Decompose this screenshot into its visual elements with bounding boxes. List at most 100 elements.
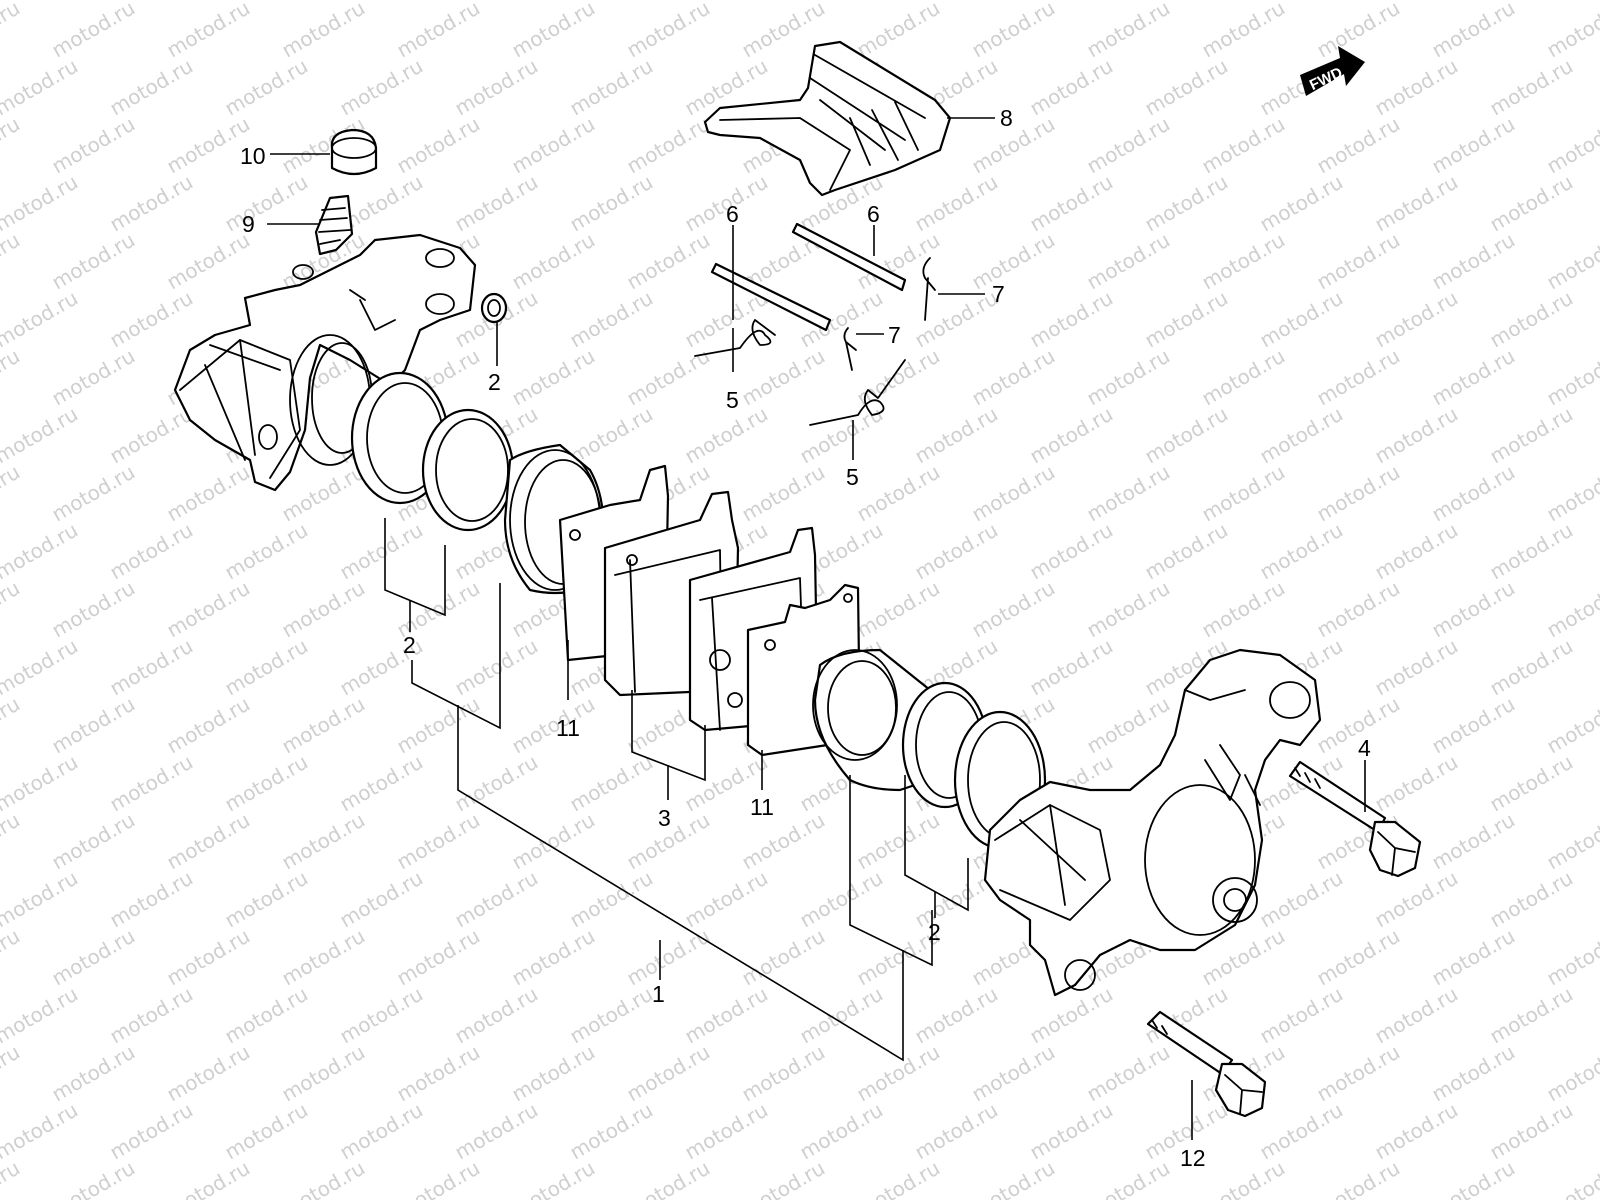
watermark-text: motod.ru: [508, 1040, 599, 1107]
watermark-text: motod.ru: [0, 808, 24, 875]
watermark-text: motod.ru: [1486, 170, 1577, 237]
watermark-text: motod.ru: [106, 402, 197, 469]
watermark-text: motod.ru: [853, 576, 944, 643]
watermark-text: motod.ru: [1313, 924, 1404, 991]
watermark-text: motod.ru: [623, 0, 714, 62]
watermark-text: motod.ru: [393, 0, 484, 62]
watermark-text: motod.ru: [451, 866, 542, 933]
watermark-text: motod.ru: [566, 866, 657, 933]
watermark-text: motod.ru: [221, 518, 312, 585]
watermark-text: motod.ru: [1256, 982, 1347, 1049]
watermark-text: motod.ru: [278, 576, 369, 643]
watermark-text: motod.ru: [1141, 286, 1232, 353]
callout-10: 10: [240, 143, 266, 169]
watermark-text: motod.ru: [566, 750, 657, 817]
watermark-text: motod.ru: [0, 228, 24, 295]
watermark-text: motod.ru: [738, 1156, 829, 1200]
watermark-text: motod.ru: [1486, 402, 1577, 469]
watermark-text: motod.ru: [0, 518, 82, 585]
watermark-text: motod.ru: [1141, 518, 1232, 585]
watermark-text: motod.ru: [393, 924, 484, 991]
watermark-text: motod.ru: [1371, 750, 1462, 817]
watermark-text: motod.ru: [0, 1156, 24, 1200]
watermark-text: motod.ru: [508, 692, 599, 759]
pin-clips: [843, 257, 936, 371]
watermark-text: motod.ru: [163, 924, 254, 991]
watermark-text: motod.ru: [1198, 460, 1289, 527]
watermark-text: motod.ru: [1083, 1156, 1174, 1200]
watermark-text: motod.ru: [0, 344, 24, 411]
watermark-text: motod.ru: [163, 576, 254, 643]
watermark-text: motod.ru: [0, 170, 82, 237]
watermark-text: motod.ru: [911, 518, 1002, 585]
watermark-text: motod.ru: [681, 982, 772, 1049]
watermark-text: motod.ru: [1083, 1040, 1174, 1107]
watermark-text: motod.ru: [1371, 518, 1462, 585]
watermark-text: motod.ru: [968, 576, 1059, 643]
watermark-text: motod.ru: [911, 170, 1002, 237]
watermark-text: motod.ru: [1486, 54, 1577, 121]
watermark-text: motod.ru: [1083, 112, 1174, 179]
watermark-text: motod.ru: [163, 460, 254, 527]
watermark-text: motod.ru: [853, 1040, 944, 1107]
callout-2-right: 2: [928, 919, 941, 945]
watermark-text: motod.ru: [1486, 750, 1577, 817]
watermark-text: motod.ru: [796, 1098, 887, 1165]
watermark-text: motod.ru: [566, 54, 657, 121]
watermark-text: motod.ru: [106, 518, 197, 585]
watermark-text: motod.ru: [1486, 982, 1577, 1049]
watermark-text: motod.ru: [1141, 402, 1232, 469]
watermark-text: motod.ru: [393, 692, 484, 759]
watermark-text: motod.ru: [106, 170, 197, 237]
leader-lines: [267, 117, 1366, 1140]
watermark-text: motod.ru: [796, 982, 887, 1049]
watermark-text: motod.ru: [48, 576, 139, 643]
watermark-text: motod.ru: [508, 228, 599, 295]
watermark-text: motod.ru: [1026, 1098, 1117, 1165]
watermark-text: motod.ru: [48, 808, 139, 875]
callout-12: 12: [1180, 1145, 1206, 1171]
watermark-text: motod.ru: [106, 54, 197, 121]
watermark-text: motod.ru: [1486, 634, 1577, 701]
watermark-text: motod.ru: [1371, 286, 1462, 353]
watermark-text: motod.ru: [738, 460, 829, 527]
watermark-text: motod.ru: [1543, 924, 1600, 991]
watermark-text: motod.ru: [336, 1098, 427, 1165]
watermark-text: motod.ru: [1371, 866, 1462, 933]
watermark-text: motod.ru: [623, 228, 714, 295]
watermark-text: motod.ru: [1198, 228, 1289, 295]
watermark-text: motod.ru: [48, 924, 139, 991]
watermark-text: motod.ru: [1428, 692, 1519, 759]
watermark-text: motod.ru: [1083, 460, 1174, 527]
bleeder-valve: [314, 194, 354, 256]
watermark-text: motod.ru: [1486, 1098, 1577, 1165]
watermark-text: motod.ru: [1198, 0, 1289, 62]
watermark-text: motod.ru: [1026, 634, 1117, 701]
watermark-text: motod.ru: [1371, 634, 1462, 701]
watermark-text: motod.ru: [106, 634, 197, 701]
watermark-text: motod.ru: [1083, 692, 1174, 759]
watermark-text: motod.ru: [1313, 228, 1404, 295]
watermark-text: motod.ru: [221, 866, 312, 933]
watermark-text: motod.ru: [968, 112, 1059, 179]
watermark-text: motod.ru: [336, 750, 427, 817]
watermark-text: motod.ru: [911, 402, 1002, 469]
watermark-text: motod.ru: [1428, 1040, 1519, 1107]
watermark-text: motod.ru: [278, 1040, 369, 1107]
watermark-text: motod.ru: [278, 692, 369, 759]
watermark-text: motod.ru: [1198, 112, 1289, 179]
watermark-text: motod.ru: [278, 924, 369, 991]
watermark-text: motod.ru: [48, 0, 139, 62]
pad-cover: [703, 40, 952, 197]
watermark-text: motod.ru: [623, 112, 714, 179]
watermark-text: motod.ru: [968, 1040, 1059, 1107]
watermark-text: motod.ru: [1543, 112, 1600, 179]
watermark-text: motod.ru: [451, 634, 542, 701]
watermark-text: motod.ru: [738, 344, 829, 411]
watermark-text: motod.ru: [278, 1156, 369, 1200]
watermark-text: motod.ru: [968, 0, 1059, 62]
watermark-text: motod.ru: [1428, 808, 1519, 875]
watermark-text: motod.ru: [968, 1156, 1059, 1200]
watermark-text: motod.ru: [336, 982, 427, 1049]
